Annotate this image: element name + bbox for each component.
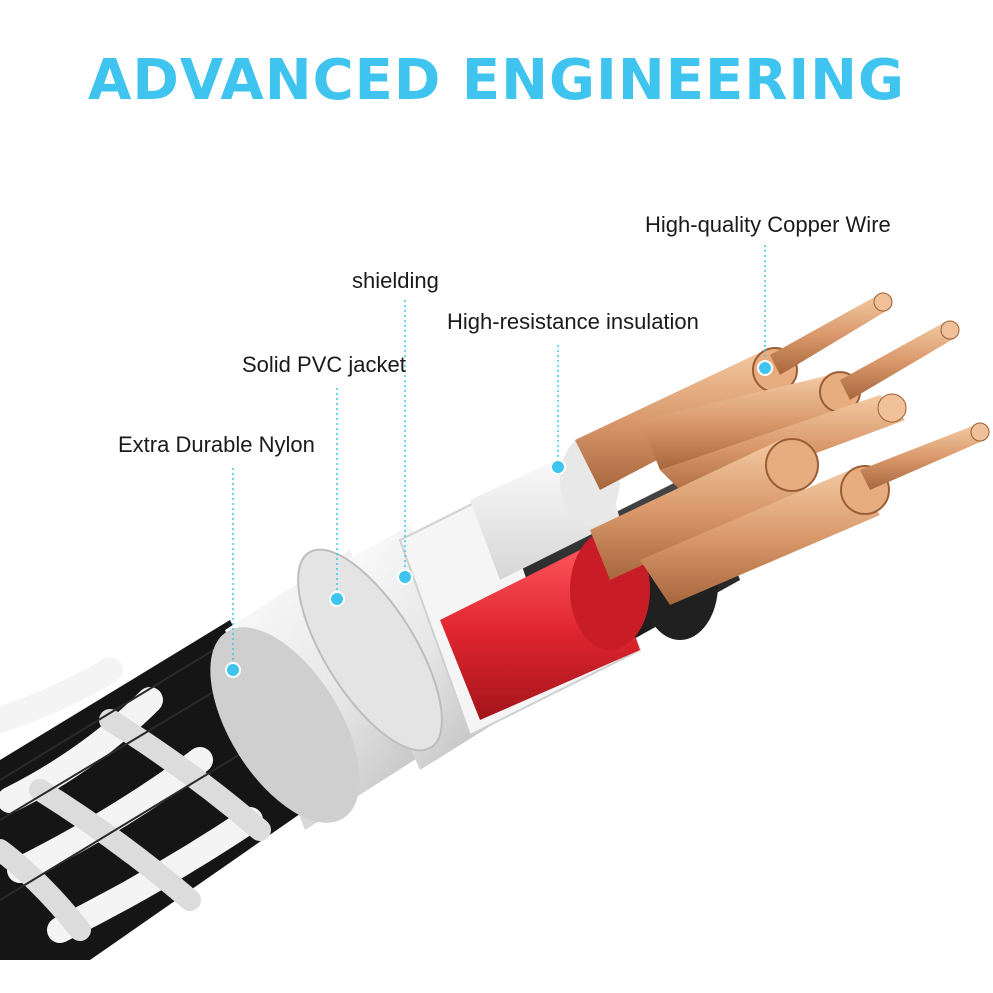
callout-dots bbox=[225, 360, 773, 678]
insulation-label: High-resistance insulation bbox=[447, 309, 699, 334]
copper-wire-label: High-quality Copper Wire bbox=[645, 212, 891, 237]
shielding-marker bbox=[397, 569, 413, 585]
copper-marker bbox=[757, 360, 773, 376]
nylon-label: Extra Durable Nylon bbox=[118, 432, 315, 457]
callout-lines bbox=[232, 245, 766, 668]
page-title: ADVANCED ENGINEERING bbox=[88, 48, 905, 113]
nylon-marker bbox=[225, 662, 241, 678]
pvc-marker bbox=[329, 591, 345, 607]
insulation-marker bbox=[550, 459, 566, 475]
pvc-jacket-label: Solid PVC jacket bbox=[242, 352, 406, 377]
copper-strands bbox=[575, 292, 990, 605]
shielding-label: shielding bbox=[352, 268, 439, 293]
